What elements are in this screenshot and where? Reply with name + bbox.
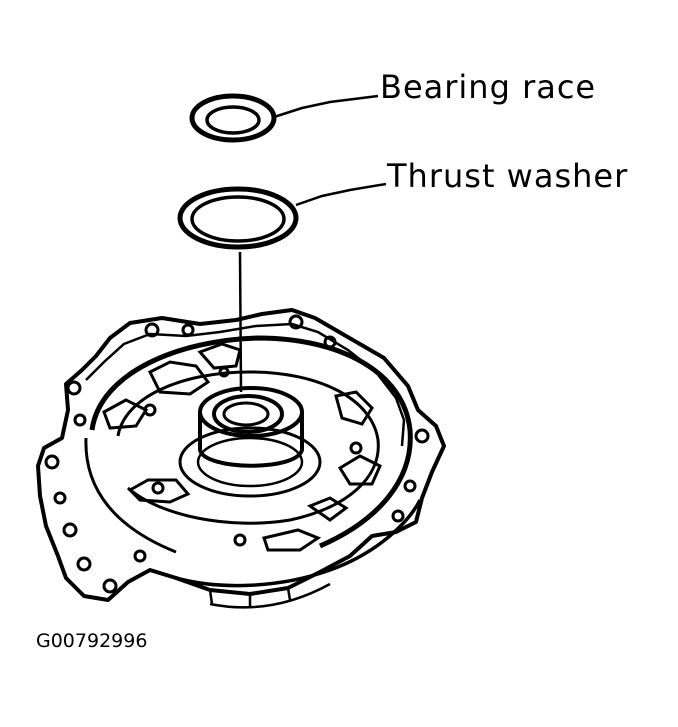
center-axis-line <box>238 251 243 393</box>
leader-line-bearing-race <box>273 94 379 119</box>
bearing-race-label: Bearing race <box>380 68 597 106</box>
thrust-washer-label: Thrust washer <box>387 157 629 195</box>
leader-line-thrust-washer <box>295 182 387 207</box>
pump-housing <box>36 308 446 609</box>
bearing-race-ring <box>189 93 277 143</box>
thrust-washer-ring <box>177 186 299 250</box>
figure-id-label: G00792996 <box>36 630 148 652</box>
